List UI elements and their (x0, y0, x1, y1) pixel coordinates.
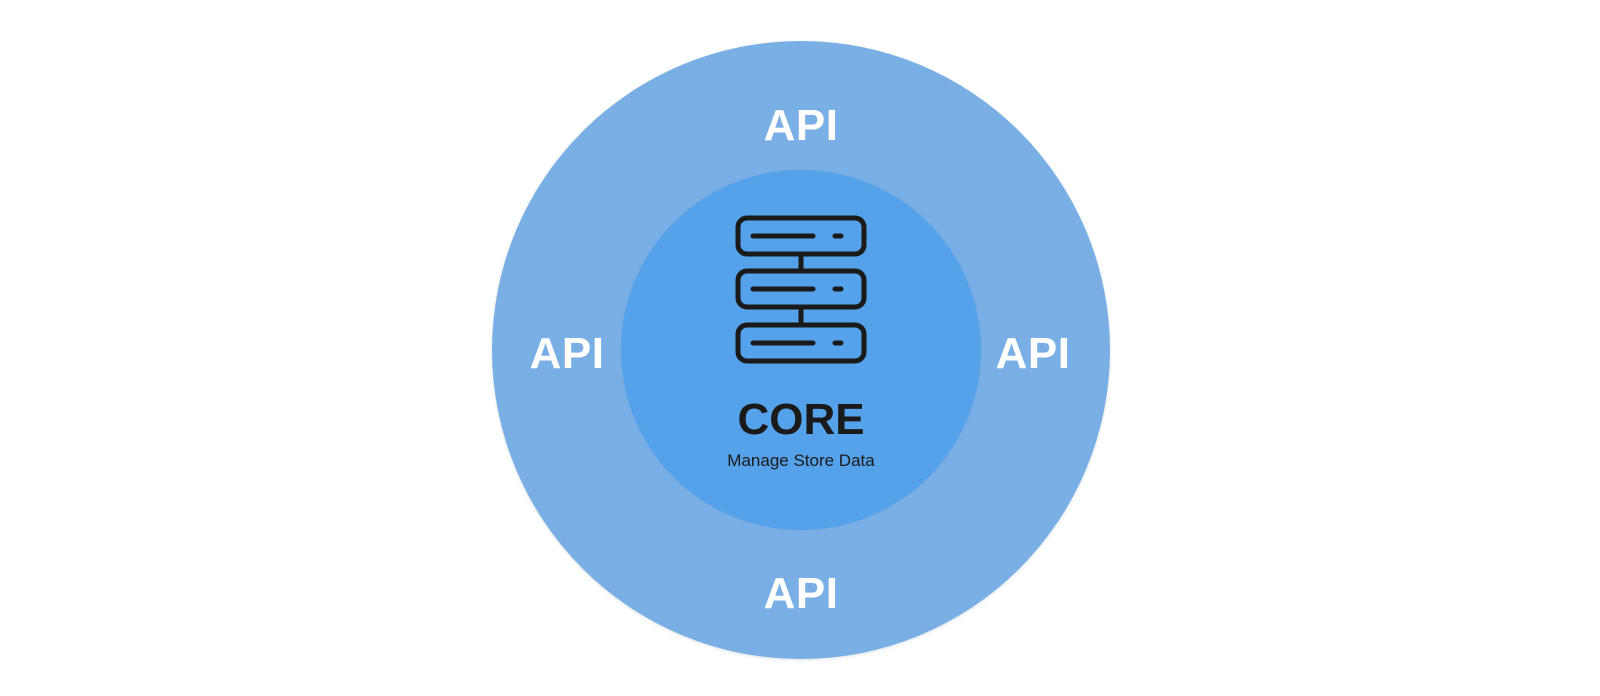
api-label-left: API (529, 329, 605, 378)
core-circle (621, 170, 981, 530)
core-subtitle: Manage Store Data (727, 451, 875, 470)
api-label-bottom: API (763, 569, 839, 618)
server-icon (735, 215, 867, 364)
api-label-right: API (995, 329, 1071, 378)
api-label-top: API (763, 101, 839, 150)
core-title: CORE (737, 395, 865, 444)
